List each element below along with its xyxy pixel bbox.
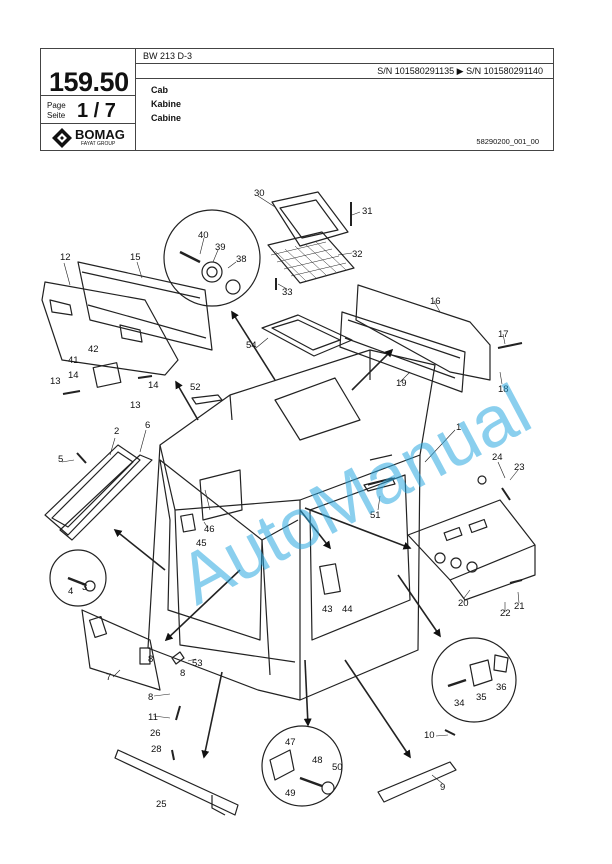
callout-8: 8 (180, 668, 185, 679)
callout-30: 30 (254, 188, 265, 199)
serial-range: S/N 101580291135 ▶ S/N 101580291140 (377, 66, 543, 76)
detail-circle-47-50 (261, 725, 343, 807)
callout-47: 47 (285, 737, 296, 748)
brand-name: BOMAG (75, 127, 125, 142)
callout-2: 2 (114, 426, 119, 437)
callout-8: 8 (148, 654, 153, 665)
callout-39: 39 (215, 242, 226, 253)
grab-handle-51 (363, 477, 396, 492)
title-block: BW 213 D-3 S/N 101580291135 ▶ S/N 101580… (40, 48, 554, 151)
callout-54: 54 (246, 340, 257, 351)
callout-10: 10 (424, 730, 435, 741)
callout-53: 53 (192, 658, 203, 669)
callout-52: 52 (190, 382, 201, 393)
callout-16: 16 (430, 296, 441, 307)
callout-22: 22 (500, 608, 511, 619)
callout-12: 12 (60, 252, 71, 263)
callout-50: 50 (332, 762, 343, 773)
callout-13: 13 (130, 400, 141, 411)
detail-circle-38-40 (163, 209, 261, 307)
callout-13: 13 (50, 376, 61, 387)
grab-handle-52 (191, 394, 223, 405)
gasket (261, 314, 353, 357)
brand-subtitle: FAYAT GROUP (81, 141, 116, 147)
callout-34: 34 (454, 698, 465, 709)
callout-3: 3 (82, 582, 87, 593)
callout-19: 19 (396, 378, 407, 389)
callout-32: 32 (352, 249, 363, 260)
callout-36: 36 (496, 682, 507, 693)
model-label: BW 213 D-3 (143, 51, 193, 61)
callout-9: 9 (440, 782, 445, 793)
callout-45: 45 (196, 538, 207, 549)
callout-43: 43 (322, 604, 333, 615)
callout-33: 33 (282, 287, 293, 298)
bomag-logo-icon (52, 128, 72, 148)
cab-frame (147, 349, 436, 701)
page-number: 159.50 (49, 67, 129, 97)
callout-49: 49 (285, 788, 296, 799)
callout-5: 5 (58, 454, 63, 465)
console-panel (407, 499, 536, 581)
callout-21: 21 (514, 601, 525, 612)
callout-23: 23 (514, 462, 525, 473)
callout-38: 38 (236, 254, 247, 265)
page-label-de: Seite (47, 111, 66, 120)
title-en: Cab (151, 85, 169, 95)
title-de: Kabine (151, 99, 182, 109)
title-fr: Cabine (151, 113, 182, 123)
side-window-2 (44, 444, 141, 536)
callout-44: 44 (342, 604, 353, 615)
cover-strip-15 (77, 261, 213, 351)
callout-7: 7 (106, 672, 111, 683)
callout-1: 1 (456, 422, 461, 433)
callout-51: 51 (370, 510, 381, 521)
callout-26: 26 (150, 728, 161, 739)
right-overhead-panel (355, 284, 491, 381)
callout-6: 6 (145, 420, 150, 431)
callout-14: 14 (148, 380, 159, 391)
callout-14: 14 (68, 370, 79, 381)
callout-20: 20 (458, 598, 469, 609)
mesh-filter (267, 231, 355, 284)
page-count: 1 / 7 (77, 100, 116, 122)
callout-31: 31 (362, 206, 373, 217)
cover-strip-19 (339, 311, 466, 393)
callout-40: 40 (198, 230, 209, 241)
callout-18: 18 (498, 384, 509, 395)
roof-hatch (271, 191, 349, 247)
detail-circle-34-36 (431, 637, 517, 723)
callout-48: 48 (312, 755, 323, 766)
callout-28: 28 (151, 744, 162, 755)
callout-17: 17 (498, 329, 509, 340)
bomag-logo: BOMAG FAYAT GROUP (51, 127, 131, 149)
callout-25: 25 (156, 799, 167, 810)
callout-4: 4 (68, 586, 73, 597)
detail-circle-3-4 (49, 549, 107, 607)
left-overhead-panel (41, 281, 179, 376)
callout-35: 35 (476, 692, 487, 703)
callout-42: 42 (88, 344, 99, 355)
callout-24: 24 (492, 452, 503, 463)
callout-11: 11 (148, 712, 158, 723)
page-label: Page (47, 101, 66, 110)
watermark: AutoManual (166, 369, 543, 620)
rail-9 (377, 761, 457, 803)
exploded-view-drawing: 1234567888910111213131414151617181920212… (41, 188, 543, 816)
speaker-grille (92, 362, 122, 388)
callout-8: 8 (148, 692, 153, 703)
drawing-reference: 58290200_001_00 (476, 137, 539, 146)
callout-46: 46 (204, 524, 215, 535)
rail-25 (114, 749, 239, 816)
callout-41: 41 (68, 355, 79, 366)
lower-left-panel (81, 609, 161, 691)
callout-15: 15 (130, 252, 141, 263)
